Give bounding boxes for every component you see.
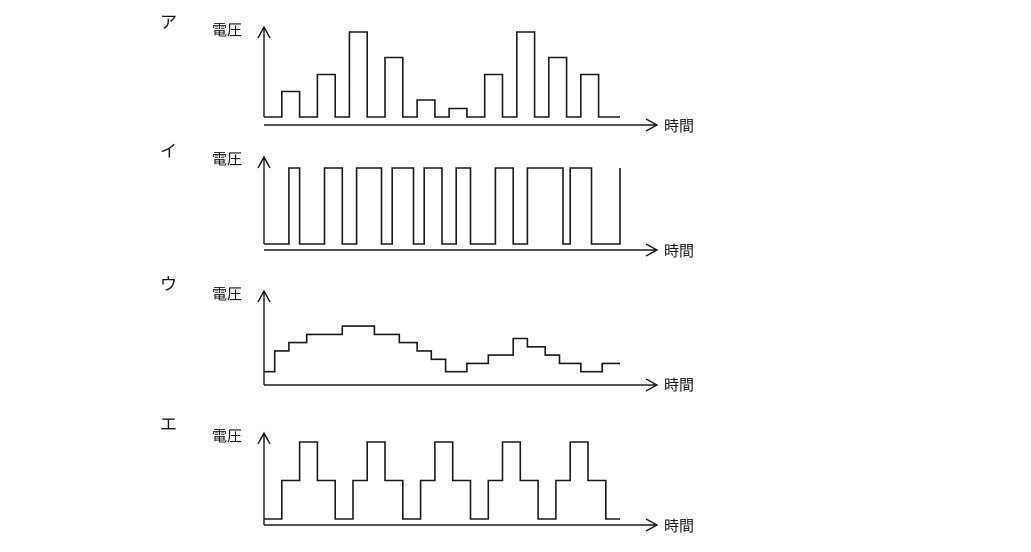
option-label-i: イ [160, 142, 177, 162]
time-axis-arrow [264, 118, 659, 132]
time-axis-label: 時間 [664, 242, 694, 260]
voltage-axis-arrow [257, 431, 271, 525]
voltage-axis-label: 電圧 [212, 427, 242, 445]
time-axis-arrow [264, 378, 659, 392]
panel-e: エ 電圧 時間 [160, 415, 694, 535]
voltage-axis-label: 電圧 [212, 285, 242, 303]
time-axis-arrow [264, 243, 659, 257]
option-label-a: ア [160, 13, 177, 33]
axes [257, 431, 659, 532]
panel-u: ウ 電圧 時間 [160, 275, 694, 394]
pulse-amplitude-waveform [264, 31, 620, 118]
time-axis-label: 時間 [664, 117, 694, 135]
time-axis-arrow [264, 518, 659, 532]
stepped-pulse-waveform [264, 441, 620, 520]
panel-a: ア 電圧 時間 [160, 13, 694, 135]
axes [257, 155, 659, 257]
time-axis-label: 時間 [664, 517, 694, 535]
option-label-u: ウ [160, 275, 177, 295]
option-label-e: エ [160, 415, 177, 435]
axes [257, 289, 659, 392]
quantized-analog-waveform [264, 325, 620, 373]
voltage-axis-arrow [257, 289, 271, 385]
pulse-width-waveform [264, 167, 621, 245]
voltage-axis-label: 電圧 [212, 150, 242, 168]
voltage-axis-arrow [257, 155, 271, 244]
panel-i: イ 電圧 時間 [160, 142, 694, 260]
axes [257, 25, 659, 132]
voltage-axis-arrow [257, 25, 271, 117]
time-axis-label: 時間 [664, 376, 694, 394]
voltage-axis-label: 電圧 [212, 21, 242, 39]
